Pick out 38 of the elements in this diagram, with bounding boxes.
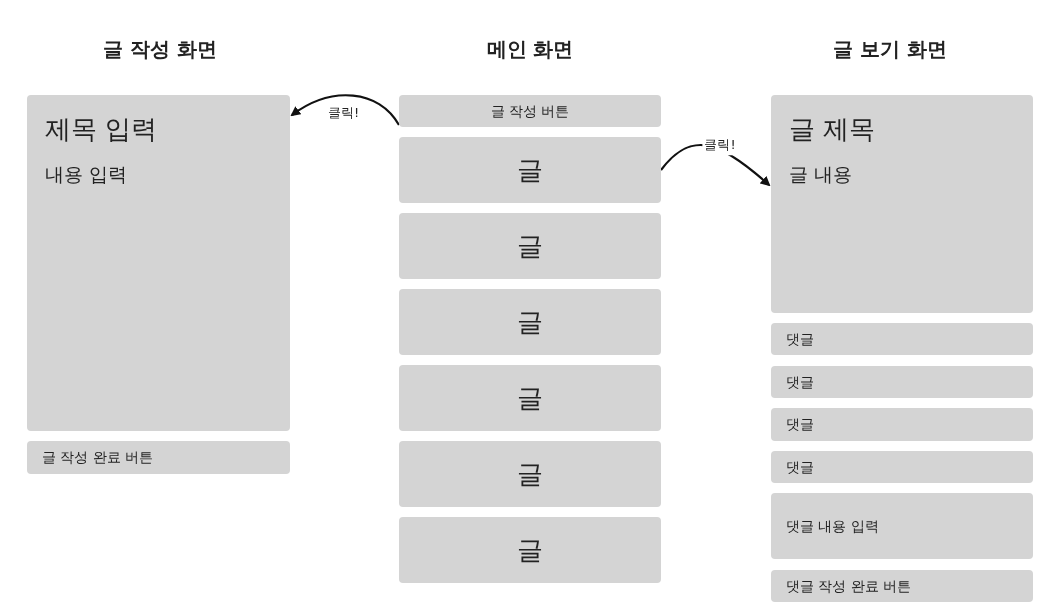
screen-box bbox=[399, 95, 661, 127]
screen-box bbox=[399, 517, 661, 583]
screen-box bbox=[27, 95, 290, 431]
screen-box bbox=[771, 323, 1033, 355]
title-text: 글 제목 bbox=[789, 113, 877, 146]
item-text: 글 bbox=[517, 533, 543, 567]
item-text: 글 bbox=[517, 153, 543, 187]
item-text: 댓글 bbox=[786, 415, 814, 434]
screen-box bbox=[771, 451, 1033, 483]
body-text: 글 내용 bbox=[789, 161, 854, 187]
screen-box bbox=[771, 95, 1033, 313]
item-text: 글 bbox=[517, 305, 543, 339]
item-text: 글 bbox=[517, 457, 543, 491]
screen-heading: 글 작성 화면 bbox=[103, 36, 217, 63]
screen-box bbox=[399, 137, 661, 203]
title-text: 제목 입력 bbox=[45, 113, 159, 146]
item-text: 댓글 bbox=[786, 372, 814, 392]
screen-box bbox=[399, 289, 661, 355]
screen-box bbox=[399, 213, 661, 279]
item-text: 댓글 bbox=[786, 457, 814, 477]
screen-box bbox=[399, 365, 661, 431]
item-text: 글 bbox=[517, 381, 543, 415]
item-text: 댓글 작성 완료 버튼 bbox=[786, 576, 912, 596]
screen-box bbox=[27, 441, 290, 474]
screen-heading: 글 보기 화면 bbox=[833, 36, 947, 63]
screen-heading: 메인 화면 bbox=[486, 36, 574, 63]
screen-box bbox=[771, 493, 1033, 559]
screen-box bbox=[771, 408, 1033, 441]
curved-arrow bbox=[290, 94, 400, 126]
screen-box bbox=[771, 366, 1033, 398]
item-text: 댓글 내용 입력 bbox=[786, 516, 879, 536]
item-text: 글 작성 완료 버튼 bbox=[42, 448, 154, 467]
item-text: 댓글 bbox=[786, 329, 814, 349]
item-text: 글 작성 버튼 bbox=[490, 101, 570, 121]
body-text: 내용 입력 bbox=[45, 161, 129, 187]
item-text: 글 bbox=[517, 229, 543, 263]
screen-box bbox=[399, 441, 661, 507]
screen-box bbox=[771, 570, 1033, 602]
